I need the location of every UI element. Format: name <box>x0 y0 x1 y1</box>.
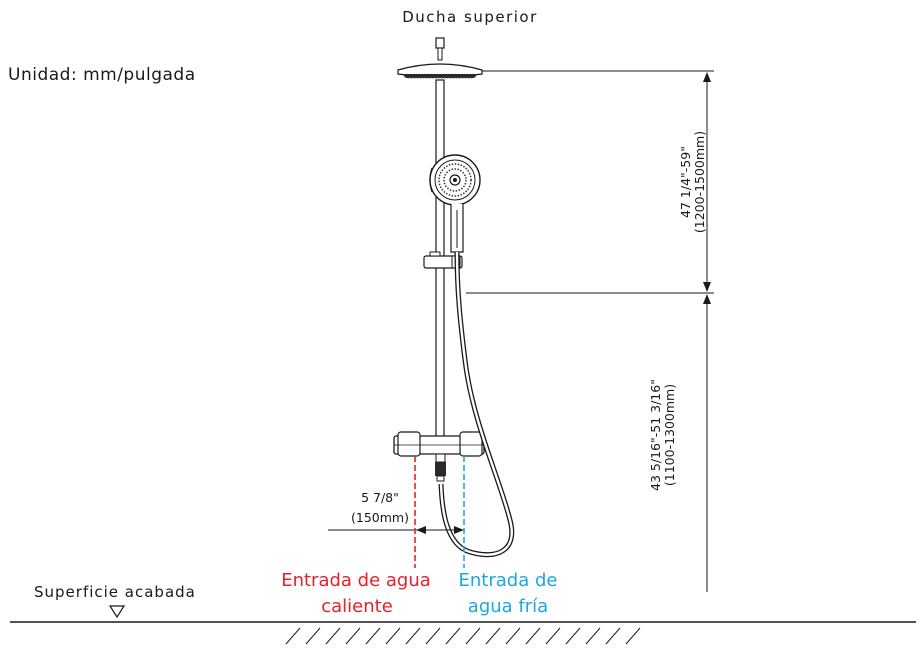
dim-inlet-inches: 5 7/8" <box>361 490 399 505</box>
hand-shower-icon <box>429 154 481 253</box>
thermostatic-mixer-icon <box>393 431 485 482</box>
floor-hatch-stroke <box>405 627 421 645</box>
floor-hatch-stroke <box>625 627 641 645</box>
floor-hatch-stroke <box>605 627 621 645</box>
dimension-lower: 43 5/16"-51 3/16" (1100-1300mm) <box>648 294 711 592</box>
floor-hatch-stroke <box>425 627 441 645</box>
dim-lower-inches: 43 5/16"-51 3/16" <box>648 379 663 491</box>
cold-inlet-label-line2: agua fría <box>468 596 548 617</box>
floor-hatch-stroke <box>505 627 521 645</box>
floor-hatch-stroke <box>465 627 481 645</box>
floor-hatch-stroke <box>585 627 601 645</box>
rain-shower-head-icon <box>397 63 483 79</box>
shower-column <box>393 37 515 558</box>
floor-level-marker-icon <box>108 605 126 619</box>
dim-upper-inches: 47 1/4"-59" <box>678 146 693 218</box>
floor-hatching <box>285 627 641 645</box>
shower-hose <box>438 251 515 558</box>
floor-hatch-stroke <box>345 627 361 645</box>
floor-hatch-stroke <box>545 627 561 645</box>
top-shower-label: Ducha superior <box>402 8 538 26</box>
dim-upper-mm: (1200-1500mm) <box>692 131 707 233</box>
floor-hatch-stroke <box>305 627 321 645</box>
floor-hatch-stroke <box>325 627 341 645</box>
unit-label: Unidad: mm/pulgada <box>8 65 196 85</box>
hot-inlet-label-line2: caliente <box>321 596 393 617</box>
cold-inlet-label-line1: Entrada de <box>459 570 558 591</box>
dim-lower-mm: (1100-1300mm) <box>662 384 677 486</box>
floor-hatch-stroke <box>445 627 461 645</box>
finished-surface-label: Superficie acabada <box>34 583 196 601</box>
floor-hatch-stroke <box>565 627 581 645</box>
hot-inlet-label-line1: Entrada de agua <box>281 570 431 591</box>
floor-hatch-stroke <box>285 627 301 645</box>
floor-hatch-stroke <box>525 627 541 645</box>
dimension-inlet-spacing: 5 7/8" (150mm) <box>328 490 464 534</box>
floor-hatch-stroke <box>485 627 501 645</box>
dimension-upper: 47 1/4"-59" (1200-1500mm) <box>466 70 714 294</box>
floor-hatch-stroke <box>365 627 381 645</box>
floor-hatch-stroke <box>385 627 401 645</box>
dim-inlet-mm: (150mm) <box>351 510 409 525</box>
